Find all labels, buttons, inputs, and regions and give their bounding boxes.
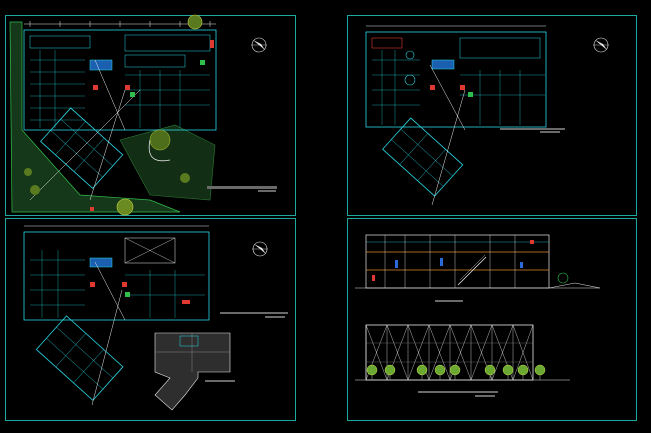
tree-icon (24, 14, 203, 216)
sheet-frame-second-floor (347, 15, 637, 216)
facade-member (470, 324, 493, 381)
facade-member (428, 324, 451, 381)
third-floor-plan (23, 225, 288, 411)
tree-icon (366, 364, 546, 380)
tree-canopy (449, 364, 461, 376)
tree-canopy (384, 364, 396, 376)
compass-icon (593, 37, 609, 53)
building-elevation (355, 324, 570, 397)
second-floor-plan (365, 25, 609, 206)
sheet-frame-third-floor (5, 218, 296, 421)
building-section (355, 234, 601, 302)
compass-icon (251, 37, 267, 53)
sheet-frame-ground-floor (5, 15, 296, 216)
tree-canopy (434, 364, 446, 376)
ground-floor-plan (9, 14, 267, 216)
title-block-ground-floor-sub (258, 190, 276, 192)
facade-member (491, 324, 514, 381)
facade-member (512, 324, 534, 381)
tree-canopy (484, 364, 496, 376)
tree-canopy (517, 364, 529, 376)
tree-canopy (366, 364, 378, 376)
roof-plan (154, 332, 231, 411)
facade-member (407, 324, 430, 381)
compass-icon (252, 241, 268, 257)
title-block-ground-floor (207, 186, 277, 189)
tree-canopy (502, 364, 514, 376)
sheet-frame-section-elevation (347, 218, 637, 421)
tree-canopy (416, 364, 428, 376)
tree-canopy (534, 364, 546, 376)
